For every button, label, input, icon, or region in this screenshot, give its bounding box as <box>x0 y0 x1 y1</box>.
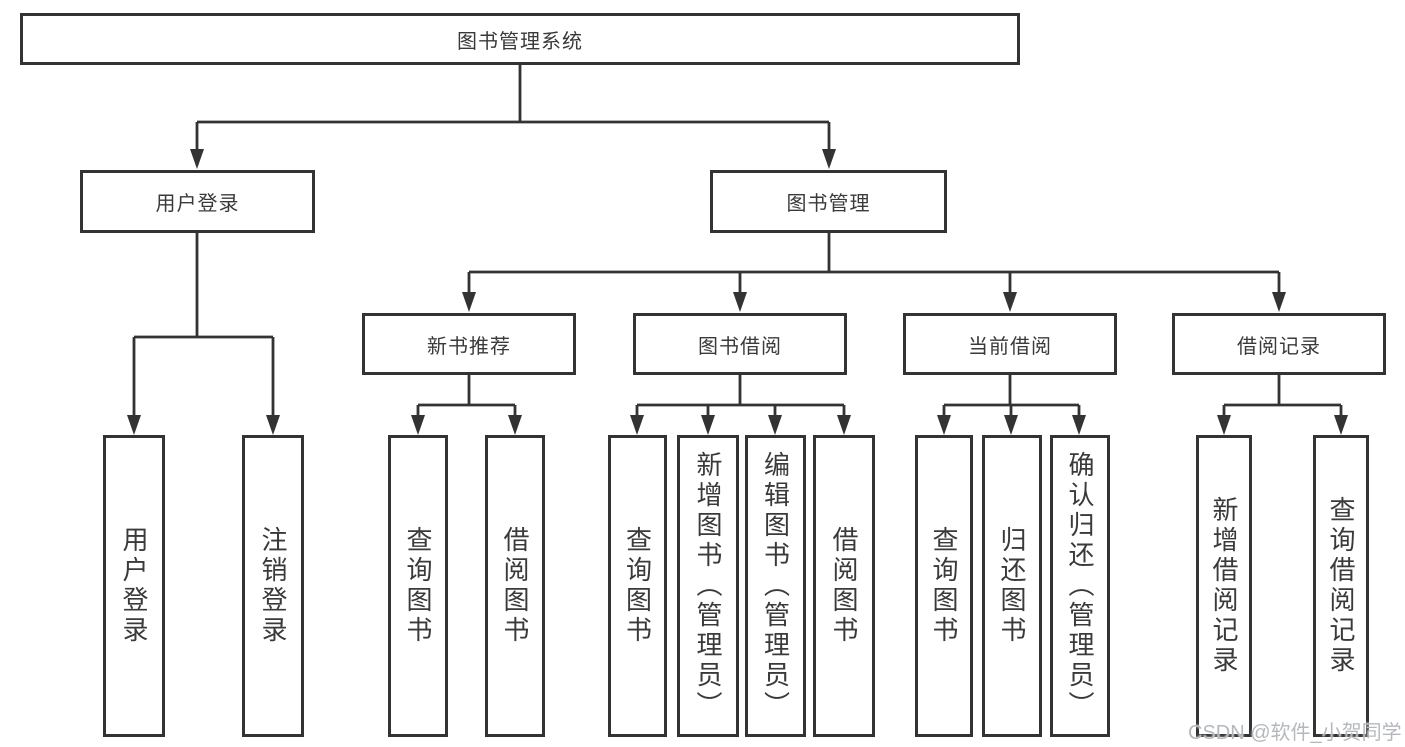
node-label: 确认归还（管理员） <box>1065 451 1095 721</box>
arrowheads <box>127 149 1348 435</box>
node-book-management: 图书管理 <box>710 170 947 233</box>
arrow-down-icon <box>508 415 522 435</box>
leaf-query-books-borrow: 查询图书 <box>608 435 667 737</box>
node-label: 查询图书 <box>403 526 433 646</box>
node-label: 归还图书 <box>997 526 1027 646</box>
arrow-down-icon <box>701 415 715 435</box>
arrow-down-icon <box>266 415 280 435</box>
node-label: 用户登录 <box>155 193 240 215</box>
leaf-edit-books-admin: 编辑图书（管理员） <box>745 435 806 737</box>
node-label: 新书推荐 <box>427 335 511 358</box>
arrow-down-icon <box>1272 292 1286 312</box>
arrow-down-icon <box>1217 415 1231 435</box>
connector-book-borrow-to-leaves <box>635 373 846 417</box>
leaf-borrow-books: 借阅图书 <box>813 435 875 737</box>
leaf-borrow-books-recommend: 借阅图书 <box>485 435 545 737</box>
node-label: 图书管理 <box>786 193 871 215</box>
leaf-query-books-recommend: 查询图书 <box>388 435 448 737</box>
arrow-down-icon <box>127 415 141 435</box>
node-label: 新增图书（管理员） <box>693 451 723 721</box>
node-book-borrow: 图书借阅 <box>633 313 847 375</box>
node-label: 查询图书 <box>929 526 959 646</box>
node-label: 图书借阅 <box>698 335 782 358</box>
watermark: CSDN @软件_小贺同学 <box>1188 722 1402 744</box>
node-library-system: 图书管理系统 <box>20 13 1020 65</box>
leaf-add-borrow-record: 新增借阅记录 <box>1196 435 1252 737</box>
node-label: 注销登录 <box>258 526 288 646</box>
arrow-down-icon <box>1003 292 1017 312</box>
arrow-down-icon <box>411 415 425 435</box>
leaf-confirm-return-admin: 确认归还（管理员） <box>1050 435 1110 737</box>
node-label: 借阅记录 <box>1237 335 1321 358</box>
connector-user-login-to-leaves <box>132 231 275 417</box>
connector-root-to-level2 <box>195 64 831 151</box>
connector-current-borrow-to-leaves <box>942 373 1081 417</box>
connector-new-book-to-leaves <box>416 373 517 417</box>
arrow-down-icon <box>937 415 951 435</box>
node-user-login: 用户登录 <box>80 170 315 233</box>
node-label: 当前借阅 <box>968 335 1052 358</box>
arrow-down-icon <box>1004 415 1018 435</box>
arrow-down-icon <box>768 415 782 435</box>
node-label: 新增借阅记录 <box>1209 496 1239 676</box>
node-label: 用户登录 <box>119 526 149 646</box>
arrow-down-icon <box>462 292 476 312</box>
leaf-return-books: 归还图书 <box>982 435 1042 737</box>
arrow-down-icon <box>1072 415 1086 435</box>
node-label: 图书管理系统 <box>457 30 583 53</box>
arrow-down-icon <box>733 292 747 312</box>
arrow-down-icon <box>1334 415 1348 435</box>
leaf-user-login: 用户登录 <box>103 435 165 737</box>
leaf-logout: 注销登录 <box>242 435 304 737</box>
node-current-borrow: 当前借阅 <box>903 313 1117 375</box>
node-label: 借阅图书 <box>500 526 530 646</box>
node-label: 查询图书 <box>622 526 653 646</box>
connector-book-mgmt-to-level3 <box>467 231 1281 294</box>
leaf-add-books-admin: 新增图书（管理员） <box>677 435 739 737</box>
node-label: 借阅图书 <box>829 526 859 646</box>
arrow-down-icon <box>190 149 204 169</box>
node-new-book-recommend: 新书推荐 <box>362 313 576 375</box>
arrow-down-icon <box>822 149 836 169</box>
leaf-query-borrow-record: 查询借阅记录 <box>1313 435 1369 737</box>
node-borrow-records: 借阅记录 <box>1172 313 1386 375</box>
connector-borrow-records-to-leaves <box>1222 373 1343 417</box>
node-label: 编辑图书（管理员） <box>760 451 791 721</box>
leaf-query-books-current: 查询图书 <box>915 435 973 737</box>
arrow-down-icon <box>630 415 644 435</box>
arrow-down-icon <box>837 415 851 435</box>
node-label: 查询借阅记录 <box>1326 496 1356 676</box>
